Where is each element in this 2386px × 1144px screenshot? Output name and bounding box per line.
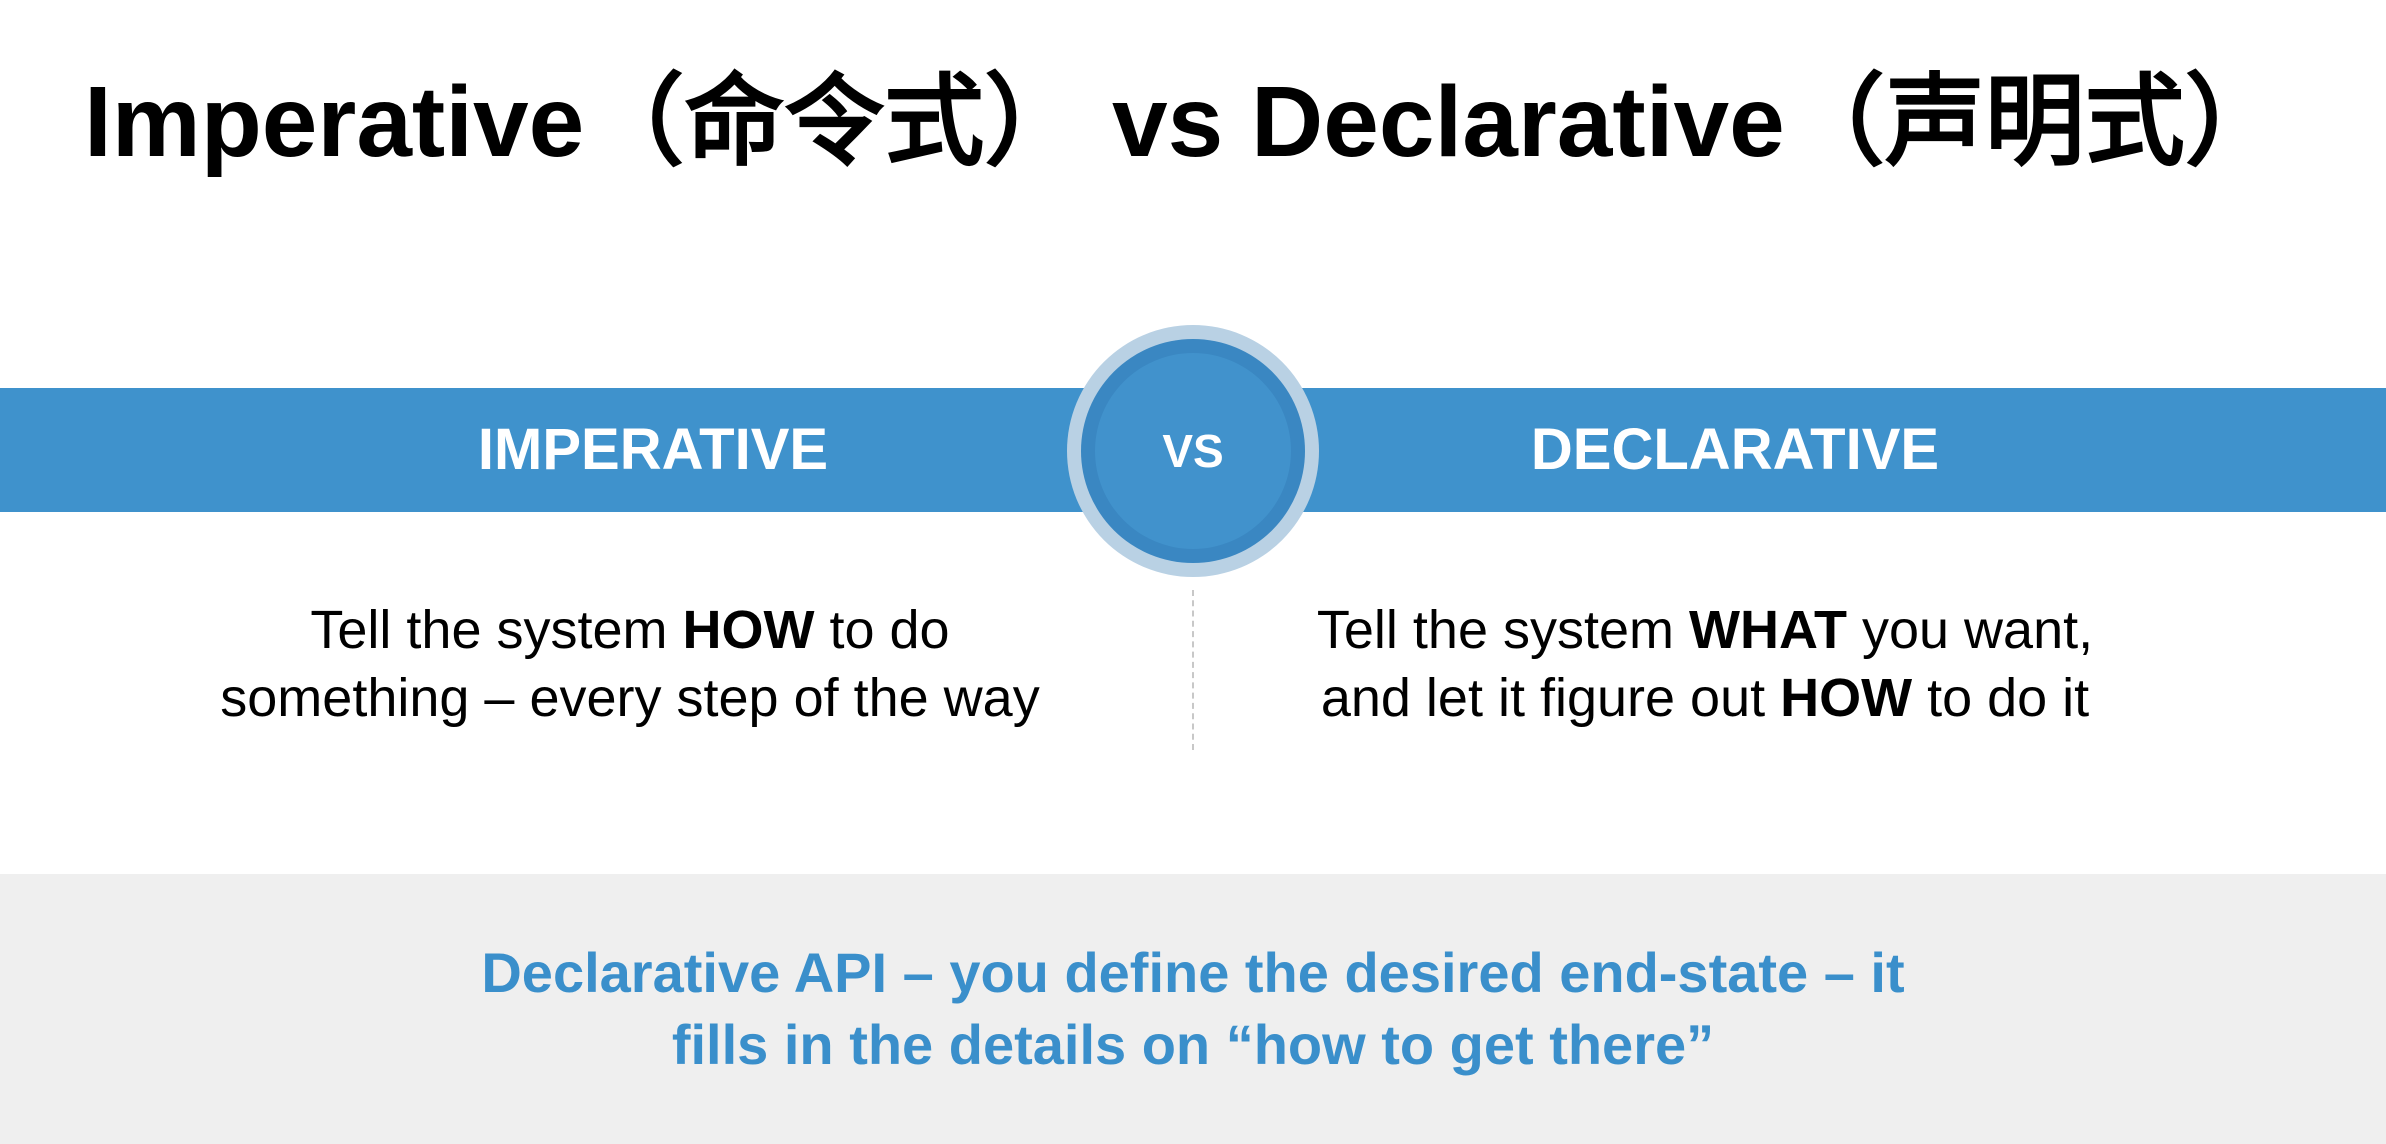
declarative-desc-text: Tell the system: [1316, 600, 1690, 660]
declarative-desc-emphasis: HOW: [1780, 668, 1913, 728]
declarative-desc-text: you want,: [1846, 600, 2094, 660]
imperative-desc-line1: Tell the system HOW to do: [130, 596, 1130, 664]
declarative-header: DECLARATIVE: [1530, 417, 1940, 482]
declarative-desc-text: and let it figure out: [1320, 668, 1781, 728]
slide-title: Imperative（命令式） vs Declarative（声明式）: [84, 66, 2285, 178]
imperative-description: Tell the system HOW to do something – ev…: [130, 596, 1130, 732]
imperative-desc-emphasis: HOW: [682, 600, 815, 660]
declarative-desc-line1: Tell the system WHAT you want,: [1205, 596, 2205, 664]
declarative-desc-line2: and let it figure out HOW to do it: [1205, 664, 2205, 732]
summary-footer: Declarative API – you define the desired…: [0, 874, 2386, 1144]
summary-text: Declarative API – you define the desired…: [0, 937, 2386, 1081]
summary-line2: fills in the details on “how to get ther…: [671, 1013, 1715, 1076]
imperative-desc-line2: something – every step of the way: [220, 668, 1040, 728]
declarative-desc-text: to do it: [1912, 668, 2090, 728]
imperative-header: IMPERATIVE: [477, 417, 829, 482]
column-divider: [1192, 590, 1194, 750]
imperative-desc-text: to do: [814, 600, 950, 660]
vs-badge: VS: [1095, 353, 1291, 549]
declarative-desc-emphasis: WHAT: [1689, 600, 1847, 660]
imperative-desc-text: Tell the system: [310, 600, 683, 660]
declarative-description: Tell the system WHAT you want, and let i…: [1205, 596, 2205, 732]
summary-line1: Declarative API – you define the desired…: [481, 941, 1905, 1004]
